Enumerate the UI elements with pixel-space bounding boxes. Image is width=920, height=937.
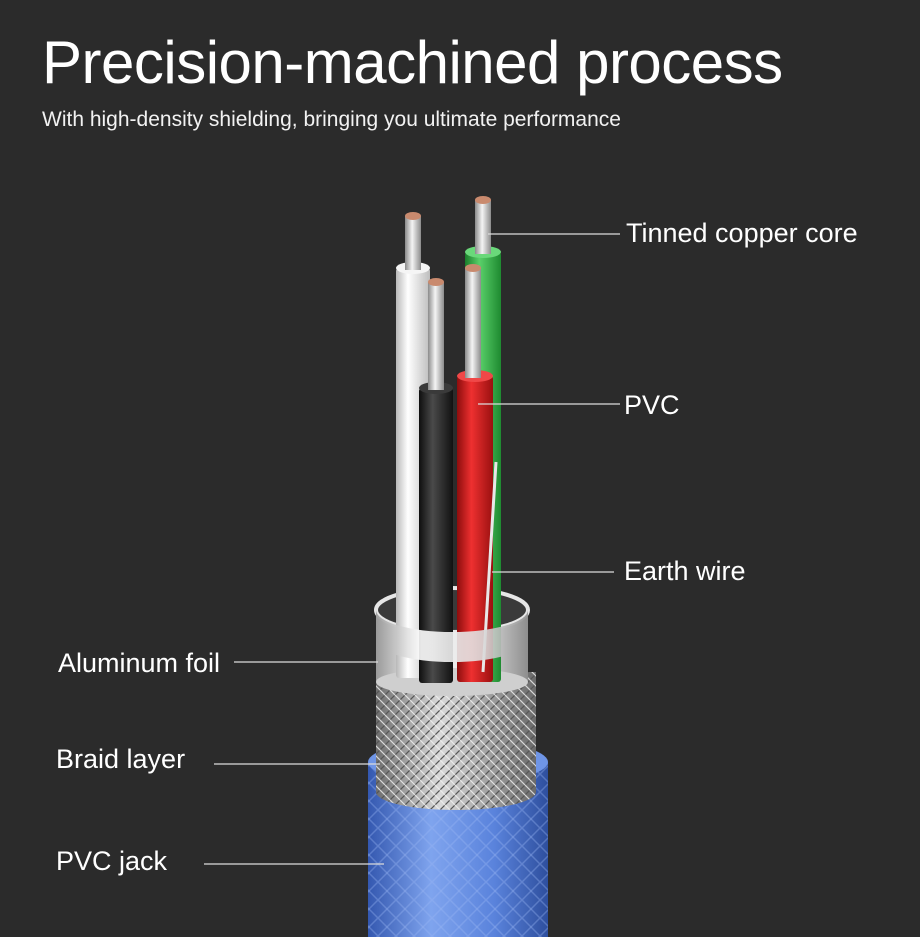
foil-front-rim (376, 610, 528, 662)
label-earth-wire: Earth wire (624, 556, 746, 586)
label-pvc-jack: PVC jack (56, 846, 168, 876)
label-aluminum-foil: Aluminum foil (58, 648, 221, 678)
page-title: Precision-machined process (42, 29, 783, 96)
page-subtitle: With high-density shielding, bringing yo… (42, 108, 621, 131)
label-braid-layer: Braid layer (56, 744, 186, 774)
label-pvc: PVC (624, 390, 680, 420)
black-wire (419, 278, 453, 683)
label-tinned-copper-core: Tinned copper core (626, 218, 858, 248)
red-wire (457, 264, 493, 682)
